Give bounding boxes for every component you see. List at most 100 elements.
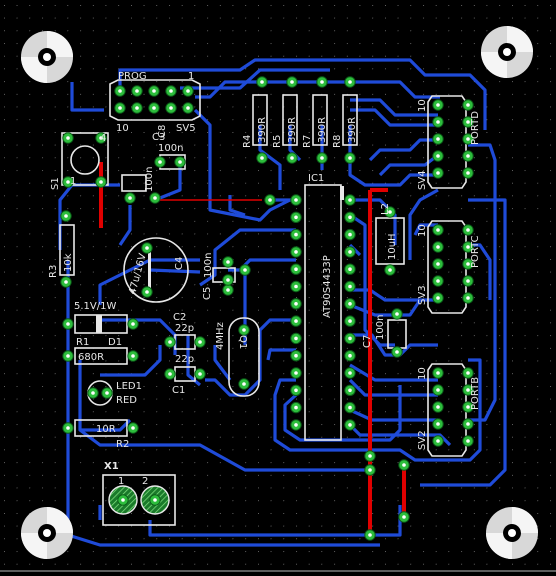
label-c7: C7 [362,335,373,348]
pad-drill [145,246,149,250]
pad-drill [368,454,372,458]
label-c3-val: 100n [158,143,183,154]
top-layer-tracks [99,162,406,540]
label-hdr10-b: 10 [417,224,428,237]
pad-drill [395,312,399,316]
pad-drill [66,354,70,358]
label-r390-a: 390R [257,117,268,143]
pad-drill [388,210,392,214]
label-r1: R1 [76,337,89,348]
pad-drill [135,106,139,110]
pad-drill [131,322,135,326]
pad-drill [348,250,352,254]
pad-drill [466,262,470,266]
pad-drill [436,388,440,392]
label-c1-val: 22p [175,354,194,365]
pad-drill [158,160,162,164]
pad-drill [135,89,139,93]
pad-drill [466,137,470,141]
label-r3-val: 10k [63,253,74,272]
pad-drill [186,106,190,110]
pad-drill [145,290,149,294]
label-x1-p2: 2 [142,476,148,487]
pad-drill [131,354,135,358]
pad-drill [466,371,470,375]
pad-drill [436,120,440,124]
label-c2: C2 [173,312,186,323]
label-sv3: SV3 [417,285,428,305]
label-ic1: IC1 [308,173,324,184]
label-r3: R3 [48,265,59,278]
label-q1: Q1 [237,335,248,349]
pad-drill [66,426,70,430]
pad-drill [226,288,230,292]
pad-drill [294,284,298,289]
pad-drill [466,439,470,443]
pad-drill [466,103,470,107]
pad-drill [348,353,352,358]
label-c1: C1 [172,385,185,396]
label-d1: D1 [108,337,122,348]
pad-drill [294,388,298,393]
label-c7-val: 100n [375,315,386,340]
pad-drill [436,422,440,426]
label-sv2: SV2 [417,430,428,450]
label-r7: R7 [302,135,313,148]
label-r390-b: 390R [287,117,298,143]
pad-drill [186,89,190,93]
pad-drill [466,228,470,232]
pad-drill [91,391,95,395]
pad-drill [242,382,246,386]
label-sv4: SV4 [417,170,428,190]
label-portc: PORTC [470,235,481,268]
pad-drill [294,250,298,254]
pad-drill [294,267,298,272]
pad-drill [348,80,352,84]
label-c5-val: 100n [203,253,214,278]
pad-drill [198,372,202,376]
pad-drill [348,319,352,323]
label-l2-val: 10uH [387,233,398,260]
pad-drill [466,154,470,158]
label-s1: S1 [50,177,61,190]
pad-drill [118,106,122,110]
pad-drill [168,340,172,344]
label-ic1-part: AT90S4433P [322,255,333,318]
pad-drill [348,267,352,272]
pad-drill [118,89,122,93]
pad-drill [466,279,470,283]
label-c2-val: 22p [175,323,194,334]
pad-drill [348,336,352,341]
label-led1: LED1 [116,381,142,392]
pad-drill [348,215,352,220]
label-hdr10-c: 10 [417,367,428,380]
label-sv5: SV5 [176,123,196,134]
pad-drill [294,336,298,341]
pad-drill [153,498,157,502]
pad-drill [388,268,392,272]
pad-drill [66,322,70,326]
pad-drill [436,405,440,409]
label-c8-val: 100n [144,167,155,192]
pad-drill [320,156,324,160]
mounting-holes [21,26,538,559]
pad-drill [348,302,352,306]
label-c8: C8 [157,125,168,138]
label-x1: X1 [104,461,119,472]
pad-drill [294,371,298,375]
pad-drill [152,89,156,93]
label-led1-color: RED [116,395,137,406]
pad-drill [436,137,440,141]
pad-drill [466,405,470,409]
label-c4: C4 [174,257,185,270]
pad-drill [348,388,352,393]
label-r2: R2 [116,439,129,450]
pad-drill [290,80,294,84]
diode-band [96,315,102,333]
label-q1-val: 4MHz [215,322,226,350]
pad-drill [348,198,352,202]
pad-drill [348,284,352,289]
